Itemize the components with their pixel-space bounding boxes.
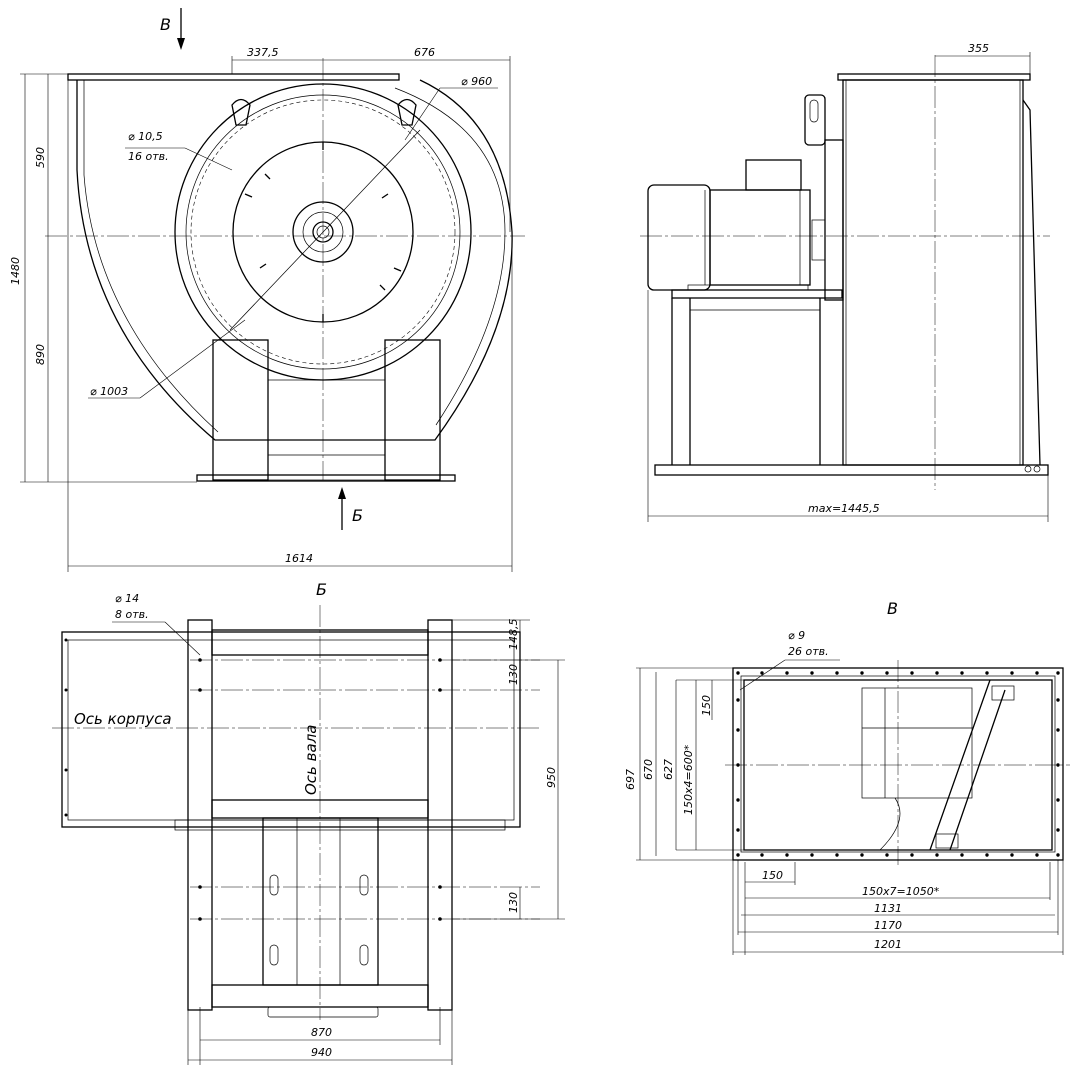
dim-670: 670	[642, 759, 655, 780]
dim-950: 950	[545, 767, 558, 788]
dim-627: 627	[662, 759, 675, 780]
dim-150x7-1050: 150x7=1050*	[862, 885, 940, 898]
dim-max-1445-5: max=1445,5	[808, 502, 880, 515]
dim-150-vertical: 150	[700, 695, 713, 716]
axis-body-label: Ось корпуса	[74, 710, 172, 728]
view-arrow-b: Б	[338, 487, 363, 530]
side-bracket	[804, 94, 826, 146]
dim-dia-10-5: ⌀ 10,5	[128, 130, 163, 143]
motor-body	[709, 189, 811, 286]
dim-1201: 1201	[874, 938, 902, 951]
top-flange-plate	[67, 73, 400, 81]
frame-post-left	[187, 619, 213, 1011]
dim-150x4-600: 150x4=600*	[682, 744, 695, 815]
dim-148-5: 148,5	[507, 619, 520, 651]
frame-post-right	[427, 619, 453, 1011]
side-view: 355 max=1445,5	[640, 42, 1050, 522]
bottom-housing	[61, 631, 521, 828]
motor-base	[671, 289, 843, 299]
dim-130-bottom: 130	[507, 892, 520, 913]
dim-355: 355	[968, 42, 989, 55]
motor-rails	[262, 817, 379, 986]
dim-1614: 1614	[285, 552, 313, 565]
view-b-title: Б	[316, 580, 327, 599]
dim-590: 590	[34, 147, 47, 168]
view-v: В	[624, 599, 1070, 955]
note-16-holes: 16 отв.	[128, 150, 169, 163]
scroll-housing	[76, 79, 513, 441]
view-arrow-v-label: В	[160, 15, 171, 34]
base-plate	[196, 474, 456, 482]
view-arrow-v: В	[160, 8, 185, 50]
note-8-holes: 8 отв.	[115, 608, 149, 621]
dim-dia-9: ⌀ 9	[788, 629, 805, 642]
dim-940: 940	[311, 1046, 332, 1059]
lifting-lug-right	[397, 98, 417, 126]
dim-870: 870	[311, 1026, 332, 1039]
dim-1131: 1131	[874, 902, 902, 915]
dim-890: 890	[34, 344, 47, 365]
dim-dia-1003: ⌀ 1003	[90, 385, 128, 398]
side-housing-taper	[1022, 99, 1041, 466]
dim-1480: 1480	[9, 257, 22, 285]
dim-dia-14: ⌀ 14	[115, 592, 139, 605]
dim-dia-960: ⌀ 960	[461, 75, 492, 88]
motor-terminal-box	[745, 159, 802, 191]
view-v-title: В	[887, 599, 898, 618]
axis-shaft-label: Ось вала	[302, 725, 320, 795]
support-leg-left	[212, 339, 269, 481]
side-housing-body	[842, 79, 1024, 466]
dim-697: 697	[624, 769, 637, 790]
view-arrow-b-label: Б	[352, 506, 363, 525]
dim-676: 676	[414, 46, 435, 59]
dim-150-horizontal: 150	[762, 869, 783, 882]
dim-1170: 1170	[874, 919, 902, 932]
dim-130-top: 130	[507, 664, 520, 685]
side-top-flange	[837, 73, 1031, 81]
front-view: В	[9, 8, 525, 572]
view-b: Б Ос	[52, 580, 565, 1065]
note-26-holes: 26 отв.	[788, 645, 829, 658]
side-base-frame	[654, 464, 1049, 476]
lifting-lug-left	[231, 98, 251, 126]
support-leg-right	[384, 339, 441, 481]
dim-337-5: 337,5	[247, 46, 279, 59]
motor-fan-cover	[647, 184, 711, 291]
